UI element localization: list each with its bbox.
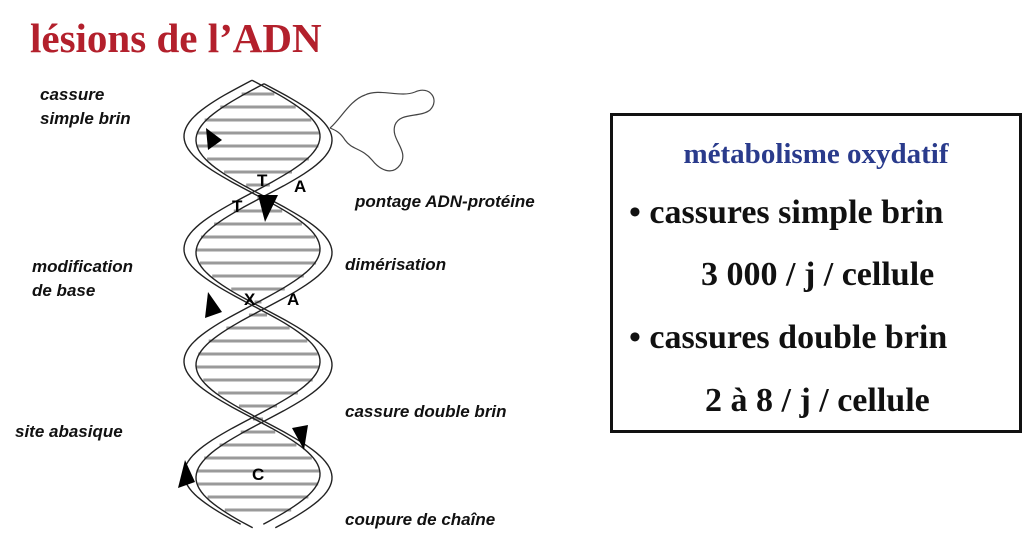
base-letter: X bbox=[244, 290, 256, 309]
box-value-simple-brin: 3 000 / j / cellule bbox=[701, 256, 935, 293]
oxidative-metabolism-box: métabolisme oxydatif • cassures simple b… bbox=[610, 113, 1022, 433]
label-line: modification bbox=[32, 257, 134, 276]
box-line-double-brin: • cassures double brin bbox=[629, 319, 948, 356]
base-letter: A bbox=[287, 290, 299, 309]
slide-title: lésions de l’ADN bbox=[30, 15, 322, 61]
label-modification-base: modification de base bbox=[32, 255, 133, 303]
arrow-marker bbox=[178, 460, 195, 488]
label-line: simple brin bbox=[40, 109, 131, 128]
box-title: métabolisme oxydatif bbox=[683, 138, 949, 170]
strand-edge bbox=[183, 79, 321, 525]
base-letter: C bbox=[252, 465, 264, 484]
label-dimerisation: dimérisation bbox=[345, 255, 447, 274]
arrow-marker bbox=[292, 425, 308, 450]
arrow-marker bbox=[206, 128, 222, 150]
strand-edge bbox=[195, 83, 333, 529]
label-cassure-double-brin: cassure double brin bbox=[345, 402, 507, 421]
strand-edge bbox=[195, 83, 333, 529]
strand-edge bbox=[183, 79, 321, 525]
label-line: de base bbox=[32, 281, 96, 300]
label-site-abasique: site abasique bbox=[15, 422, 123, 441]
box-value-double-brin: 2 à 8 / j / cellule bbox=[705, 382, 930, 419]
base-pairs bbox=[196, 92, 320, 512]
box-line-simple-brin: • cassures simple brin bbox=[629, 194, 944, 231]
dna-strands bbox=[183, 79, 333, 529]
label-cassure-simple-brin: cassure simple brin bbox=[40, 83, 131, 131]
base-letter: T bbox=[257, 171, 268, 190]
protein-strand bbox=[329, 89, 435, 172]
base-letter: T bbox=[232, 197, 243, 216]
label-line: cassure bbox=[40, 85, 105, 104]
dna-helix-diagram: T T A X A C bbox=[178, 79, 435, 529]
label-coupure-chaine: coupure de chaîne bbox=[345, 510, 496, 529]
label-pontage: pontage ADN-protéine bbox=[355, 192, 535, 211]
base-letter: A bbox=[294, 177, 306, 196]
arrow-marker bbox=[205, 292, 222, 318]
arrow-marker bbox=[258, 195, 278, 222]
